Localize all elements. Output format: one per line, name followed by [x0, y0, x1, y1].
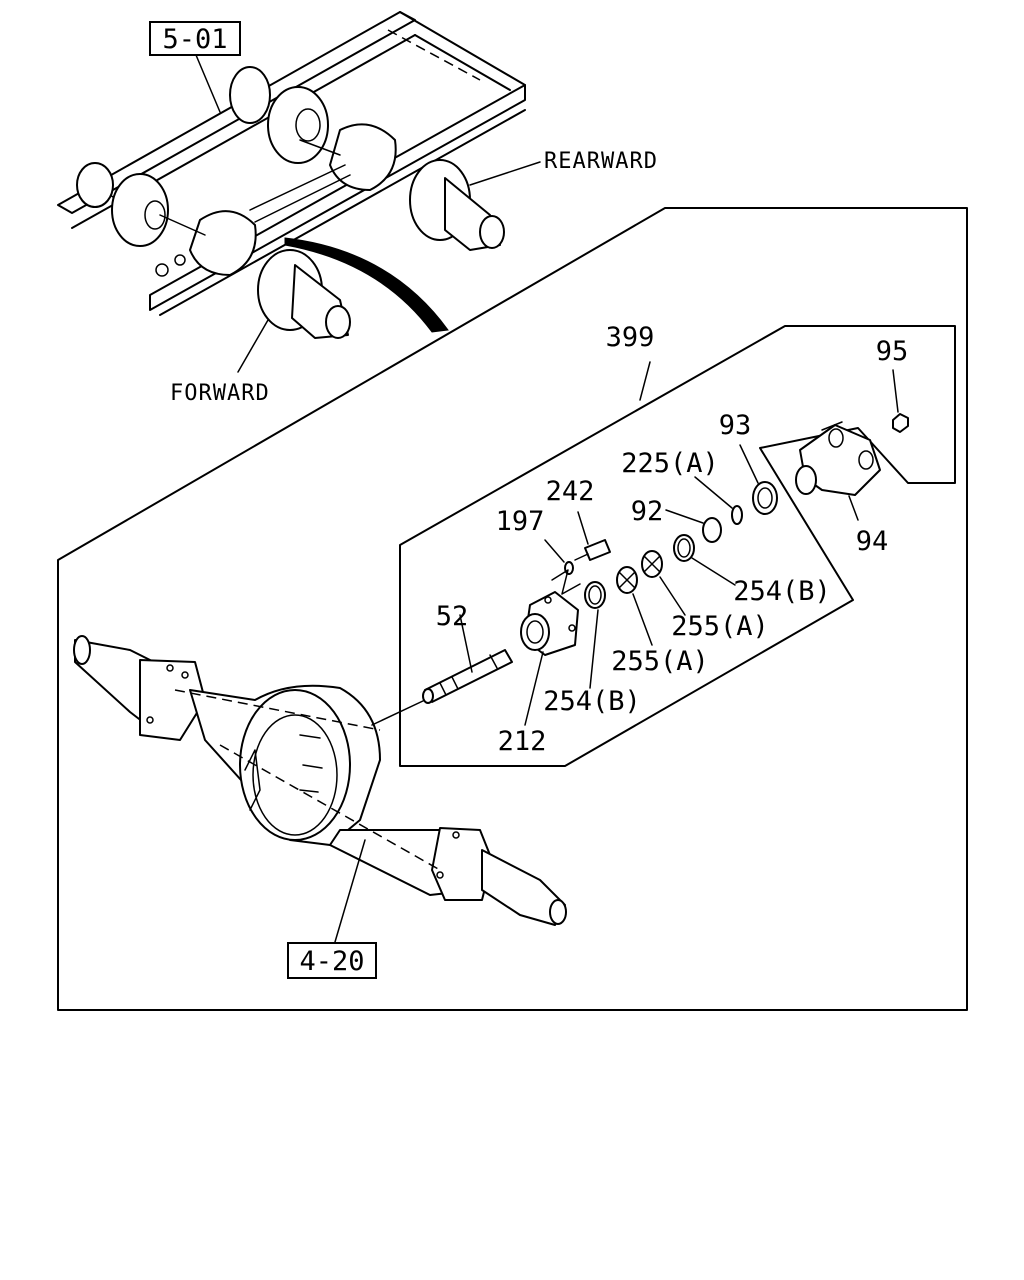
label-95: 95 — [876, 336, 909, 367]
label-212: 212 — [498, 726, 547, 757]
snap-ring-225a — [694, 476, 743, 525]
bearing-cone-255a-upper — [641, 550, 686, 616]
label-94: 94 — [856, 526, 889, 557]
label-197: 197 — [496, 506, 545, 537]
spacer-92 — [665, 509, 722, 543]
reference-label-4-20[interactable]: 4-20 — [299, 946, 364, 977]
label-254b-lower: 254(B) — [543, 686, 641, 717]
subassembly-399-frame — [399, 325, 956, 767]
reference-box-5-01[interactable]: 5-01 — [149, 21, 241, 56]
bearing-cup-254b-upper — [673, 534, 736, 586]
label-254b-upper: 254(B) — [733, 576, 831, 607]
label-242: 242 — [546, 476, 595, 507]
axle-housing — [73, 635, 567, 943]
rearward-label: REARWARD — [544, 149, 658, 174]
label-225a: 225(A) — [621, 448, 719, 479]
bolt-242 — [574, 511, 611, 561]
label-399: 399 — [606, 322, 655, 353]
bearing-cone-255a-lower — [616, 566, 653, 646]
flange-yoke-94 — [795, 421, 881, 521]
label-255a-upper: 255(A) — [671, 611, 769, 642]
detail-frame-outline — [57, 207, 968, 1011]
label-255a-lower: 255(A) — [611, 646, 709, 677]
label-93: 93 — [719, 410, 752, 441]
reference-box-4-20[interactable]: 4-20 — [287, 942, 377, 979]
bearing-cup-254b-lower — [584, 581, 606, 689]
vehicle-chassis-overview — [57, 11, 541, 373]
label-92: 92 — [631, 496, 664, 527]
reference-label-5-01[interactable]: 5-01 — [162, 24, 227, 55]
forward-label: FORWARD — [170, 381, 270, 406]
nut-95 — [892, 369, 909, 433]
washer-197 — [544, 539, 581, 595]
bearing-retainer-212 — [520, 591, 579, 726]
oil-seal-93 — [739, 444, 778, 515]
label-52: 52 — [436, 601, 469, 632]
input-shaft-52 — [422, 614, 513, 704]
